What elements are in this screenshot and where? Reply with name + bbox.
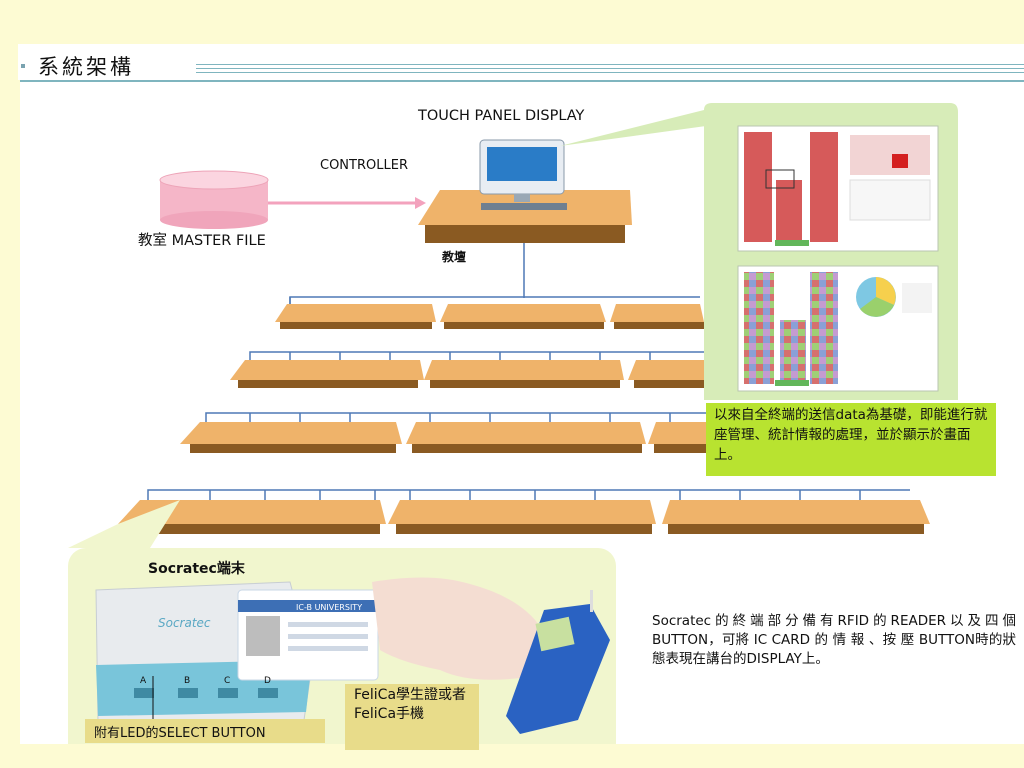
led-label-box [85,719,325,743]
callout-text: 以來自全終端的送信data為基礎，即能進行就座管理、統計情報的處理，並於顯示於畫… [714,407,988,463]
hand-icon [372,577,548,680]
led-label: 附有LED的SELECT BUTTON [94,726,266,741]
classroom-desk-row [118,489,930,534]
card-header: IC-B UNIVERSITY [296,603,363,612]
classroom-desk-row [275,296,704,329]
classroom-desk-row [230,351,712,388]
felica-label-box [345,684,479,750]
screen-mock-panel [704,103,958,400]
podium-label: 教壇 [442,250,467,264]
description-text: Socratec的終端部分備有RFID的READER以及四個 BUTTON，可將… [652,613,1016,667]
terminal-pointer [68,500,180,548]
select-button-d: D [264,676,271,686]
title-tab [18,44,196,80]
header-divider [20,80,1024,82]
title-rule [196,64,1024,65]
callout-box [706,403,996,476]
touch-panel-label: TOUCH PANEL DISPLAY [418,108,585,124]
select-button-b: B [184,676,191,686]
select-button-c: C [224,676,231,686]
terminal-title: Socratec端末 [148,561,245,577]
master-file-label: 教室 MASTER FILE [138,233,266,249]
title-rule [196,68,1024,69]
select-button-a: A [140,676,147,686]
student-id-card-icon [237,589,379,681]
controller-label: CONTROLLER [320,158,408,173]
data-flow-arrow [268,197,426,209]
title-bullet [21,64,25,68]
page-title: 系統架構 [38,55,134,79]
touch-panel-monitor-icon [479,139,567,210]
felica-label: FeliCa學生證或者FeliCa手機 [354,687,467,722]
title-rule [196,72,1024,73]
mobile-phone-icon [506,590,610,734]
callout-pointer [560,110,706,146]
master-file-database-icon [159,170,269,229]
classroom-desk-row [180,412,706,453]
device-logo: Socratec [158,616,211,630]
